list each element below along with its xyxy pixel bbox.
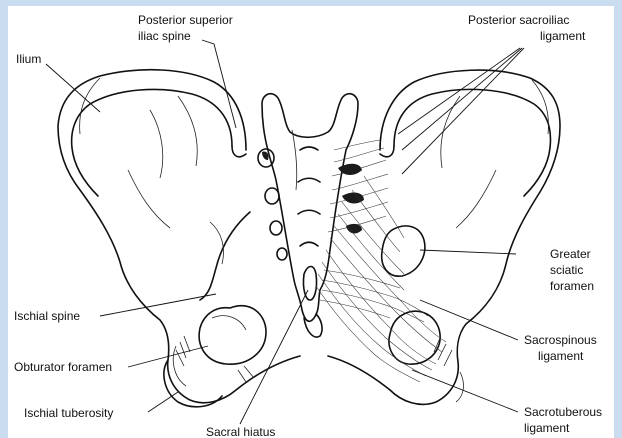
label-ilium: Ilium xyxy=(16,52,41,66)
label-greater-sciatic-foramen-line3: foramen xyxy=(550,279,594,293)
label-posterior-sacroiliac-ligament-line2: ligament xyxy=(540,29,586,43)
pelvis-diagram: Ilium Posterior superior iliac spine Pos… xyxy=(8,6,614,438)
right-hip-bone xyxy=(328,70,560,404)
sacrospinous-ligament xyxy=(320,270,428,322)
label-greater-sciatic-foramen-line2: sciatic xyxy=(550,263,583,277)
leader-ischial-spine xyxy=(100,294,216,316)
figure-panel: Ilium Posterior superior iliac spine Pos… xyxy=(8,6,614,438)
label-sacral-hiatus: Sacral hiatus xyxy=(206,425,275,438)
leader-greater-sciatic-foramen xyxy=(420,250,516,254)
label-posterior-superior-iliac-spine-line2: iliac spine xyxy=(138,29,191,43)
label-obturator-foramen: Obturator foramen xyxy=(14,360,112,374)
leader-psl-1 xyxy=(398,48,520,134)
leader-ischial-tuberosity xyxy=(148,392,178,412)
label-ischial-spine: Ischial spine xyxy=(14,309,80,323)
leader-psl-3 xyxy=(402,48,524,174)
label-posterior-sacroiliac-ligament-line1: Posterior sacroiliac xyxy=(468,13,569,27)
label-posterior-superior-iliac-spine-line1: Posterior superior xyxy=(138,13,233,27)
label-sacrospinous-ligament-line1: Sacrospinous xyxy=(524,333,597,347)
label-sacrospinous-ligament-line2: ligament xyxy=(538,349,584,363)
leader-psis xyxy=(202,40,236,128)
label-ischial-tuberosity: Ischial tuberosity xyxy=(24,406,113,420)
posterior-sacroiliac-ligament xyxy=(328,140,388,233)
label-greater-sciatic-foramen-line1: Greater xyxy=(550,247,591,261)
sacrum xyxy=(258,94,358,337)
label-sacrotuberous-ligament-line1: Sacrotuberous xyxy=(524,405,602,419)
labels: Ilium Posterior superior iliac spine Pos… xyxy=(14,13,602,438)
label-sacrotuberous-ligament-line2: ligament xyxy=(524,421,570,435)
leader-sacrotuberous xyxy=(412,370,518,412)
left-hip-bone xyxy=(58,70,300,407)
